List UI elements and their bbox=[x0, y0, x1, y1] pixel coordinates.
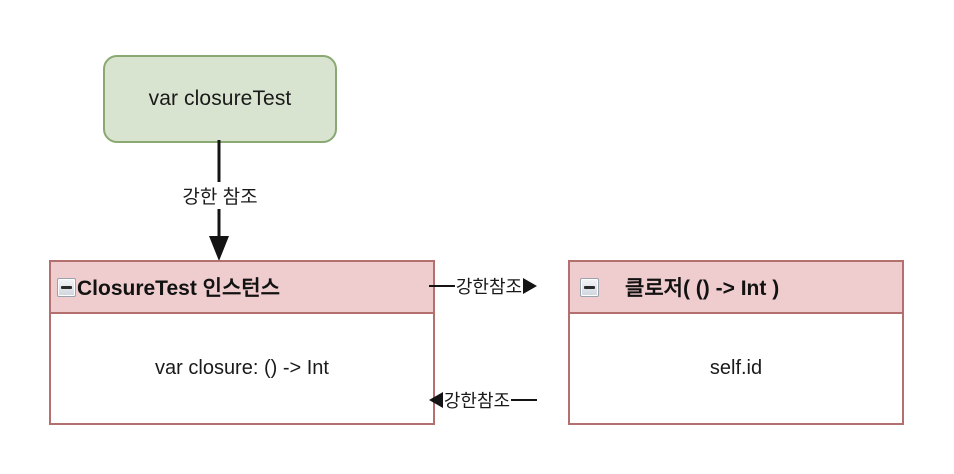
arrow-left-icon bbox=[428, 392, 443, 408]
uml-header-right[interactable]: 클로저( () -> Int ) bbox=[570, 262, 902, 314]
relation-label-top: 강한참조 bbox=[455, 277, 523, 297]
vertical-relation-label: 강한 참조 bbox=[155, 182, 285, 209]
relation-instance-to-closure: 강한참조 bbox=[398, 272, 568, 300]
uml-title-right: 클로저( () -> Int ) bbox=[625, 277, 780, 300]
arrow-right-icon bbox=[523, 278, 538, 294]
uml-body-right: self.id bbox=[570, 314, 902, 423]
uml-row-left-0: var closure: () -> Int bbox=[155, 357, 329, 379]
var-node-closure-test[interactable]: var closureTest bbox=[103, 55, 337, 143]
relation-line-segment bbox=[428, 285, 455, 287]
uml-title-left: ClosureTest 인스턴스 bbox=[77, 277, 280, 300]
minus-box-icon[interactable] bbox=[580, 277, 599, 297]
uml-header-left[interactable]: ClosureTest 인스턴스 bbox=[51, 262, 433, 314]
relation-line-segment bbox=[511, 399, 538, 401]
uml-box-closure[interactable]: 클로저( () -> Int ) self.id bbox=[568, 260, 904, 425]
uml-box-closure-test-instance[interactable]: ClosureTest 인스턴스 var closure: () -> Int bbox=[49, 260, 435, 425]
minus-box-icon[interactable] bbox=[57, 277, 76, 297]
minus-glyph bbox=[584, 285, 595, 289]
relation-closure-to-instance: 강한참조 bbox=[398, 386, 568, 414]
relation-label-bottom: 강한참조 bbox=[443, 391, 511, 411]
uml-body-left: var closure: () -> Int bbox=[51, 314, 433, 423]
uml-row-right-0: self.id bbox=[709, 357, 763, 379]
minus-glyph bbox=[61, 285, 72, 289]
var-node-label: var closureTest bbox=[148, 87, 292, 110]
